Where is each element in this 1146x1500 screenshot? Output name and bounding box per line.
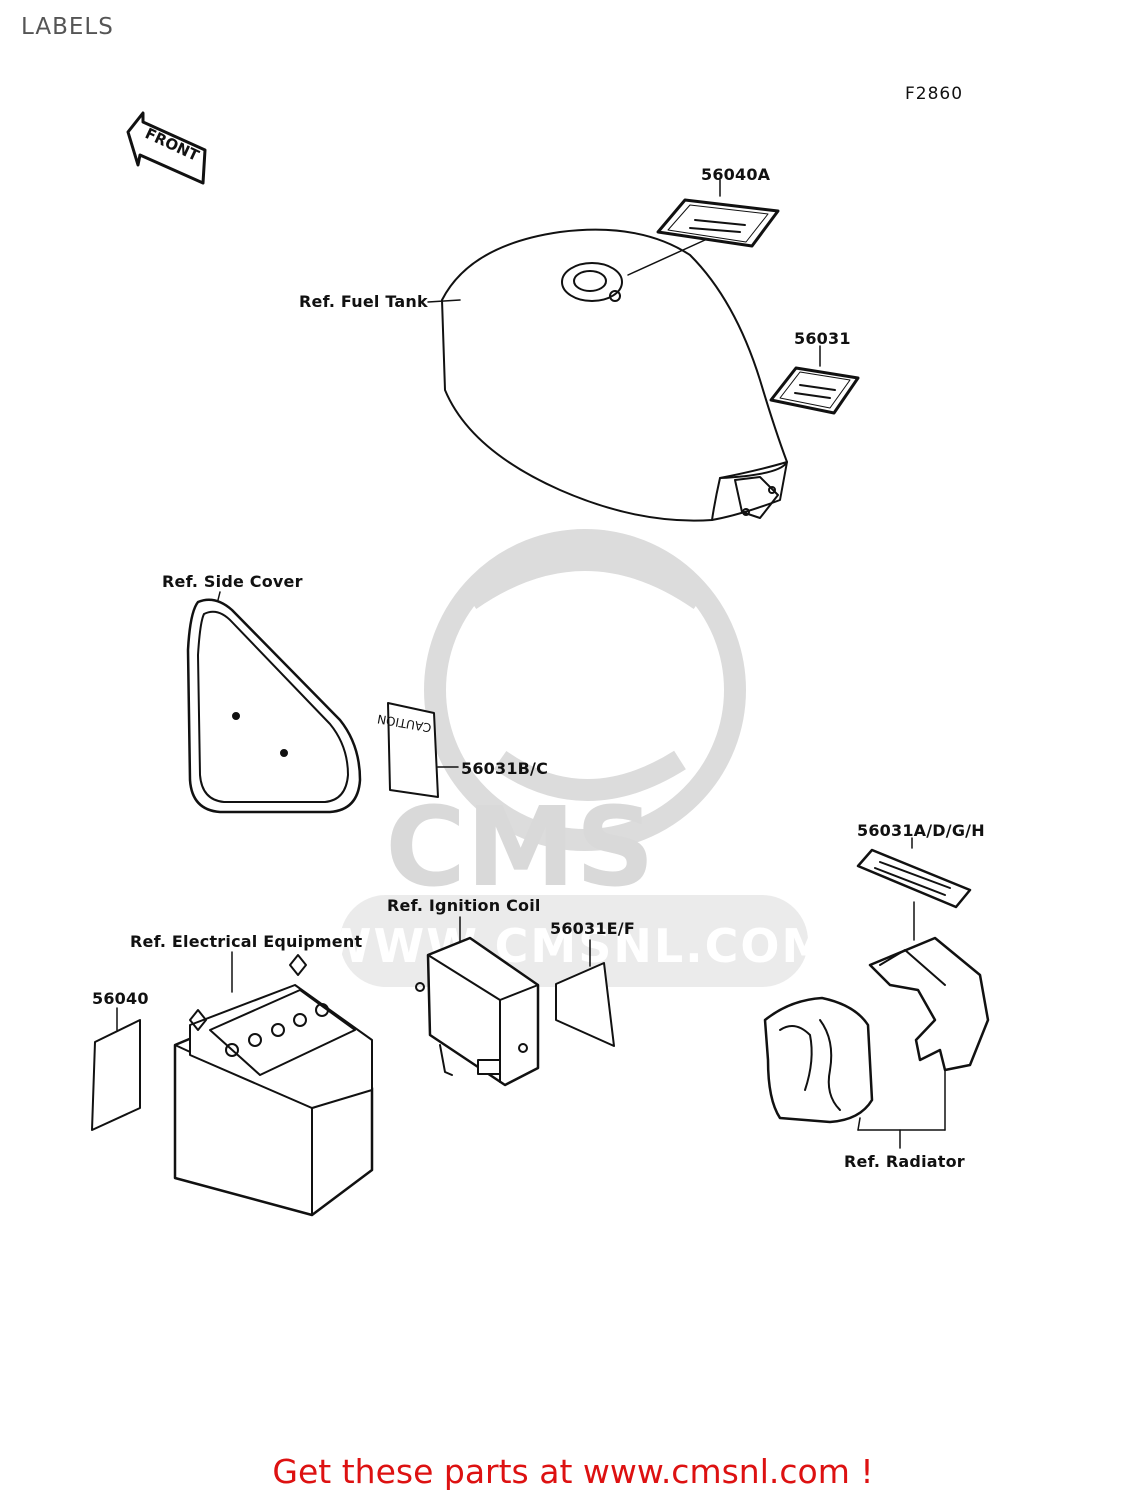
- callout-ref-ignition-coil: Ref. Ignition Coil: [387, 896, 541, 915]
- label-56031adgh-drawing: [856, 837, 972, 941]
- callout-56031bc: 56031B/C: [461, 759, 549, 778]
- callout-ref-side-cover: Ref. Side Cover: [162, 572, 303, 591]
- front-arrow-icon: FRONT: [126, 111, 207, 185]
- watermark-logo: [424, 529, 746, 851]
- label-56040a-drawing: [627, 179, 780, 276]
- battery-drawing: [173, 951, 374, 1217]
- callout-ref-fuel-tank: Ref. Fuel Tank: [299, 292, 428, 311]
- label-56031ef-drawing: [555, 939, 615, 1047]
- callout-56040a: 56040A: [701, 165, 771, 184]
- ignition-coil-drawing: [415, 916, 540, 1087]
- callout-ref-electrical-equipment: Ref. Electrical Equipment: [130, 932, 363, 951]
- callout-ref-radiator: Ref. Radiator: [844, 1152, 965, 1171]
- page-title: LABELS: [21, 14, 114, 40]
- fuel-tank-drawing: [441, 228, 788, 522]
- watermark-brand: CMS: [385, 783, 654, 911]
- figure-code: F2860: [905, 84, 964, 104]
- callout-56031: 56031: [794, 329, 851, 348]
- footer-cta[interactable]: Get these parts at www.cmsnl.com !: [272, 1452, 874, 1491]
- callout-56031ef: 56031E/F: [550, 919, 635, 938]
- watermark-site: WWW.CMSNL.COM: [321, 919, 830, 973]
- callout-56031adgh: 56031A/D/G/H: [857, 821, 985, 840]
- side-cover-drawing: [186, 591, 362, 814]
- label-56040-drawing: [91, 1007, 141, 1131]
- caution-label-drawing: CAUTION: [376, 702, 459, 798]
- fuel-tank-leader: [427, 299, 461, 303]
- radiator-drawing: [763, 936, 990, 1149]
- label-56031-drawing: [769, 345, 860, 415]
- callout-56040: 56040: [92, 989, 149, 1008]
